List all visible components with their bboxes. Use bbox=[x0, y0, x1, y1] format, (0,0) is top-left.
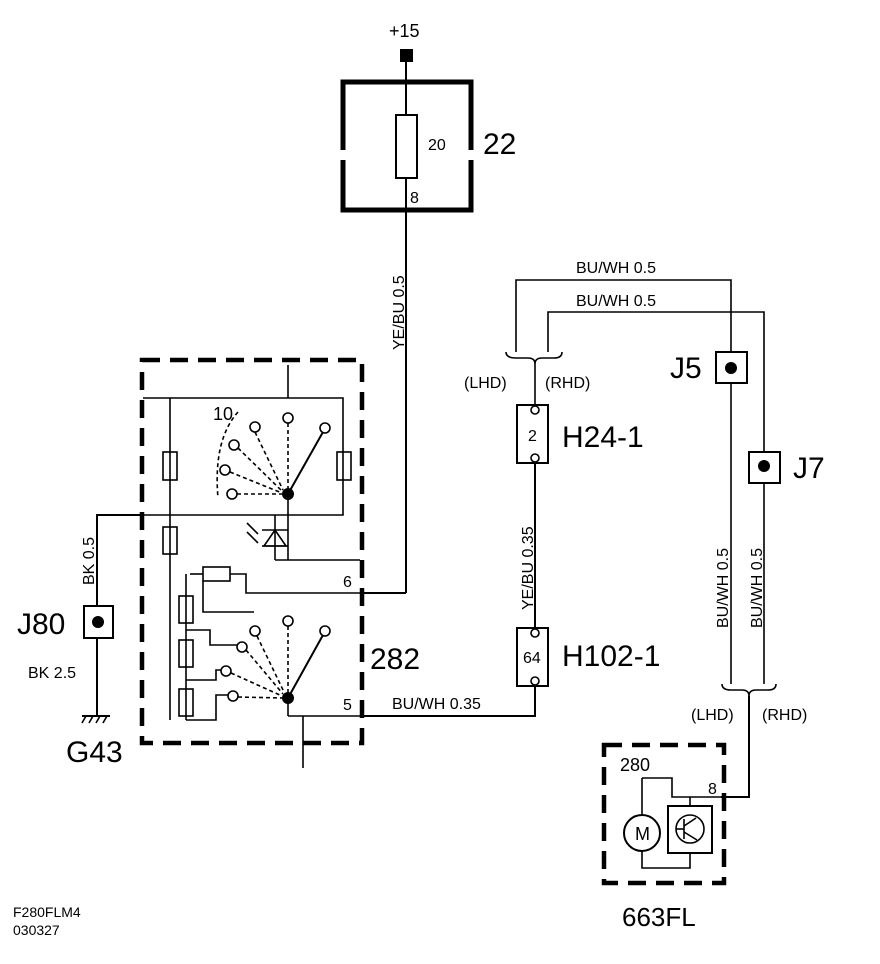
resistor-icon-6 bbox=[178, 639, 194, 668]
wire-label-fuse-to-switch: YE/BU 0.5 bbox=[391, 275, 408, 350]
motor-frame bbox=[601, 742, 727, 886]
wire-label-lhd-top: BU/WH 0.5 bbox=[576, 260, 656, 277]
connector-h24-pin: 2 bbox=[528, 428, 537, 445]
resistor-icon-7 bbox=[178, 688, 194, 717]
footer-code: F280FLM4 bbox=[13, 904, 81, 920]
variant-lhd-top: (LHD) bbox=[464, 375, 507, 392]
fuse-box-gap-left bbox=[336, 150, 350, 160]
connector-h102-pin: 64 bbox=[523, 650, 541, 667]
wire-rhd-top: BU/WH 0.5 bbox=[547, 293, 765, 452]
connector-h102-label: H102-1 bbox=[562, 640, 660, 673]
motor-control-module bbox=[667, 805, 713, 854]
fuse-pin: 8 bbox=[410, 190, 419, 207]
wire-switch-out: BU/WH 0.35 bbox=[360, 686, 536, 717]
footer-date: 030327 bbox=[13, 922, 60, 938]
wire-lhd-top: BU/WH 0.5 bbox=[515, 260, 732, 352]
wire-label-rhd-top: BU/WH 0.5 bbox=[576, 293, 656, 310]
wire-label-switch-out: BU/WH 0.35 bbox=[392, 696, 481, 713]
wire-label-connector-mid: YE/BU 0.35 bbox=[520, 526, 537, 610]
splice-j80-label: J80 bbox=[17, 608, 65, 641]
motor-symbol: M bbox=[635, 824, 650, 844]
switch-pin-lower: 5 bbox=[343, 697, 352, 714]
resistor-icon-5 bbox=[178, 595, 194, 624]
resistor-icon-1 bbox=[162, 451, 178, 481]
supply-terminal-square bbox=[400, 49, 413, 62]
splice-j5-label: J5 bbox=[670, 352, 702, 385]
fuse-rating: 20 bbox=[428, 137, 446, 154]
variant-brace-bottom: (LHD) (RHD) bbox=[691, 683, 807, 798]
connector-h24-body bbox=[516, 404, 549, 464]
variant-brace-top: (LHD) (RHD) bbox=[464, 351, 590, 405]
fuse-box-22: 20 8 22 bbox=[336, 79, 516, 213]
switch-frame bbox=[139, 357, 365, 746]
motor-pin: 8 bbox=[708, 781, 717, 798]
supply-label: +15 bbox=[389, 21, 420, 41]
diode-icon bbox=[246, 515, 288, 560]
connector-h24-label: H24-1 bbox=[562, 421, 644, 454]
rotary-switch-upper: 10 bbox=[213, 404, 331, 560]
switch-position-label: 10 bbox=[213, 404, 233, 424]
fuse-id: 22 bbox=[483, 128, 516, 161]
resistor-icon-3 bbox=[162, 526, 178, 555]
connector-h24: 2 H24-1 bbox=[516, 404, 644, 464]
resistor-icon-4 bbox=[202, 566, 231, 582]
supply-terminal: +15 bbox=[389, 21, 420, 82]
wire-label-j5-down: BU/WH 0.5 bbox=[715, 548, 732, 628]
resistor-icon-2 bbox=[336, 451, 352, 481]
motor-pin-label: 280 bbox=[620, 755, 650, 775]
connector-h102-body bbox=[516, 627, 549, 687]
fuse-box-gap-right bbox=[464, 150, 478, 160]
wire-fuse-to-switch: YE/BU 0.5 bbox=[360, 210, 408, 594]
splice-j80 bbox=[83, 605, 114, 639]
variant-rhd-top: (RHD) bbox=[545, 375, 590, 392]
rotary-switch-lower bbox=[220, 615, 360, 768]
variant-rhd-bottom: (RHD) bbox=[762, 707, 807, 724]
wire-label-ground-upper: BK 0.5 bbox=[81, 537, 98, 585]
wire-label-ground-lower: BK 2.5 bbox=[28, 665, 76, 682]
splice-j7-label: J7 bbox=[793, 452, 825, 485]
ground-icon bbox=[81, 715, 110, 724]
motor-663fl: 280 8 M 663FL bbox=[601, 742, 727, 932]
switch-id: 282 bbox=[370, 643, 420, 676]
ground-id: G43 bbox=[66, 736, 123, 769]
connector-h102: 64 H102-1 bbox=[516, 627, 660, 687]
ground-path: BK 0.5 J80 BK 2.5 G43 bbox=[17, 514, 143, 769]
fuse-icon bbox=[395, 114, 418, 179]
splice-j5: J5 bbox=[670, 351, 748, 385]
motor-id: 663FL bbox=[622, 902, 696, 932]
switch-282: 282 10 bbox=[139, 357, 420, 768]
wire-label-j7-down: BU/WH 0.5 bbox=[749, 548, 766, 628]
splice-j7: J7 bbox=[748, 451, 825, 485]
switch-pin-upper: 6 bbox=[343, 574, 352, 591]
variant-lhd-bottom: (LHD) bbox=[691, 707, 734, 724]
